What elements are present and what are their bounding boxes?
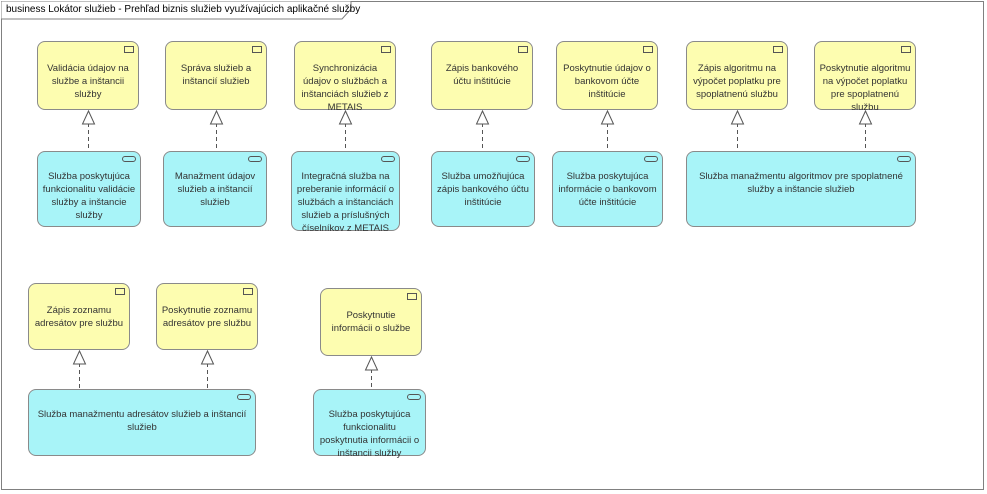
function-poskytnutie-informacii[interactable]: Poskytnutie informácii o službe [320, 288, 422, 356]
function-icon [243, 288, 253, 295]
function-icon [643, 46, 653, 53]
realization-edge [72, 349, 87, 389]
edge-arrowhead [209, 109, 224, 125]
edge-arrowhead [600, 109, 615, 125]
service-validacia[interactable]: Služba poskytujúca funkcionalitu validác… [37, 151, 141, 227]
service-icon [248, 156, 262, 162]
service-label: Služba manažmentu adresátov služieb a in… [37, 409, 247, 433]
function-sprava-sluzieb[interactable]: Správa služieb a inštancií služieb [165, 41, 267, 110]
service-integracna[interactable]: Integračná služba na preberanie informác… [291, 151, 400, 234]
service-icon [381, 156, 395, 162]
function-icon [124, 46, 134, 53]
service-icon [122, 156, 136, 162]
function-poskytnutie-uctu[interactable]: Poskytnutie údajov o bankovom účte inšti… [556, 41, 658, 110]
function-label: Validácia údajov na službe a inštancii s… [47, 63, 129, 100]
service-icon [237, 394, 251, 400]
function-zapis-uctu[interactable]: Zápis bankového účtu inštitúcie [431, 41, 533, 110]
realization-edge [858, 109, 873, 151]
service-label: Služba poskytujúca funkcionalitu validác… [42, 171, 136, 221]
edge-arrowhead [475, 109, 490, 125]
service-icon [516, 156, 530, 162]
realization-edge [475, 109, 490, 151]
service-manazment-adresatov[interactable]: Služba manažmentu adresátov služieb a in… [28, 389, 256, 456]
realization-edge [730, 109, 745, 151]
function-icon [901, 46, 911, 53]
function-validacia[interactable]: Validácia údajov na službe a inštancii s… [37, 41, 139, 110]
service-poskytnutie-informacii[interactable]: Služba poskytujúca funkcionalitu poskytn… [313, 389, 426, 459]
function-label: Synchronizácia údajov o službách a inšta… [301, 63, 389, 113]
edge-arrowhead [730, 109, 745, 125]
service-icon [897, 156, 911, 162]
service-informacie-ucet[interactable]: Služba poskytujúca informácie o bankovom… [552, 151, 663, 227]
function-icon [252, 46, 262, 53]
function-label: Zápis bankového účtu inštitúcie [445, 63, 519, 87]
function-icon [115, 288, 125, 295]
function-label: Poskytnutie algoritmu na výpočet poplatk… [819, 63, 911, 113]
function-label: Poskytnutie informácii o službe [331, 310, 411, 334]
edge-arrowhead [72, 349, 87, 365]
edge-arrowhead [81, 109, 96, 125]
function-icon [381, 46, 391, 53]
realization-edge [209, 109, 224, 151]
function-icon [773, 46, 783, 53]
function-poskytnutie-algoritmu[interactable]: Poskytnutie algoritmu na výpočet poplatk… [814, 41, 916, 113]
service-label: Manažment údajov služieb a inštancií slu… [174, 171, 256, 208]
service-icon [407, 394, 421, 400]
service-label: Služba poskytujúca funkcionalitu poskytn… [319, 409, 420, 459]
edge-arrowhead [364, 355, 379, 371]
title-tab-shape [1, 1, 352, 20]
function-label: Zápis zoznamu adresátov pre službu [34, 305, 124, 329]
function-icon [407, 293, 417, 300]
service-label: Integračná služba na preberanie informác… [296, 171, 395, 234]
realization-edge [364, 355, 379, 389]
realization-edge [81, 109, 96, 151]
function-zapis-adresatov[interactable]: Zápis zoznamu adresátov pre službu [28, 283, 130, 350]
diagram-title: business Lokátor služieb - Prehľad bizni… [6, 4, 361, 15]
edge-arrowhead [200, 349, 215, 365]
function-label: Poskytnutie údajov o bankovom účte inšti… [563, 63, 651, 100]
service-label: Služba poskytujúca informácie o bankovom… [558, 171, 657, 208]
service-manazment-algoritmov[interactable]: Služba manažmentu algoritmov pre spoplat… [686, 151, 916, 227]
realization-edge [338, 109, 353, 151]
edge-arrowhead [858, 109, 873, 125]
service-manazment-udajov[interactable]: Manažment údajov služieb a inštancií slu… [163, 151, 267, 227]
service-icon [644, 156, 658, 162]
function-synchronizacia[interactable]: Synchronizácia údajov o službách a inšta… [294, 41, 396, 113]
service-zapis-uctu[interactable]: Služba umožňujúca zápis bankového účtu i… [431, 151, 535, 227]
realization-edge [200, 349, 215, 389]
function-label: Zápis algoritmu na výpočet poplatku pre … [693, 63, 781, 100]
function-icon [518, 46, 528, 53]
service-label: Služba manažmentu algoritmov pre spoplat… [699, 171, 903, 195]
function-poskytnutie-adresatov[interactable]: Poskytnutie zoznamu adresátov pre službu [156, 283, 258, 350]
function-label: Poskytnutie zoznamu adresátov pre službu [161, 305, 253, 329]
service-label: Služba umožňujúca zápis bankového účtu i… [437, 171, 529, 208]
edge-arrowhead [338, 109, 353, 125]
function-label: Správa služieb a inštancií služieb [180, 63, 252, 87]
realization-edge [600, 109, 615, 151]
function-zapis-algoritmu[interactable]: Zápis algoritmu na výpočet poplatku pre … [686, 41, 788, 110]
